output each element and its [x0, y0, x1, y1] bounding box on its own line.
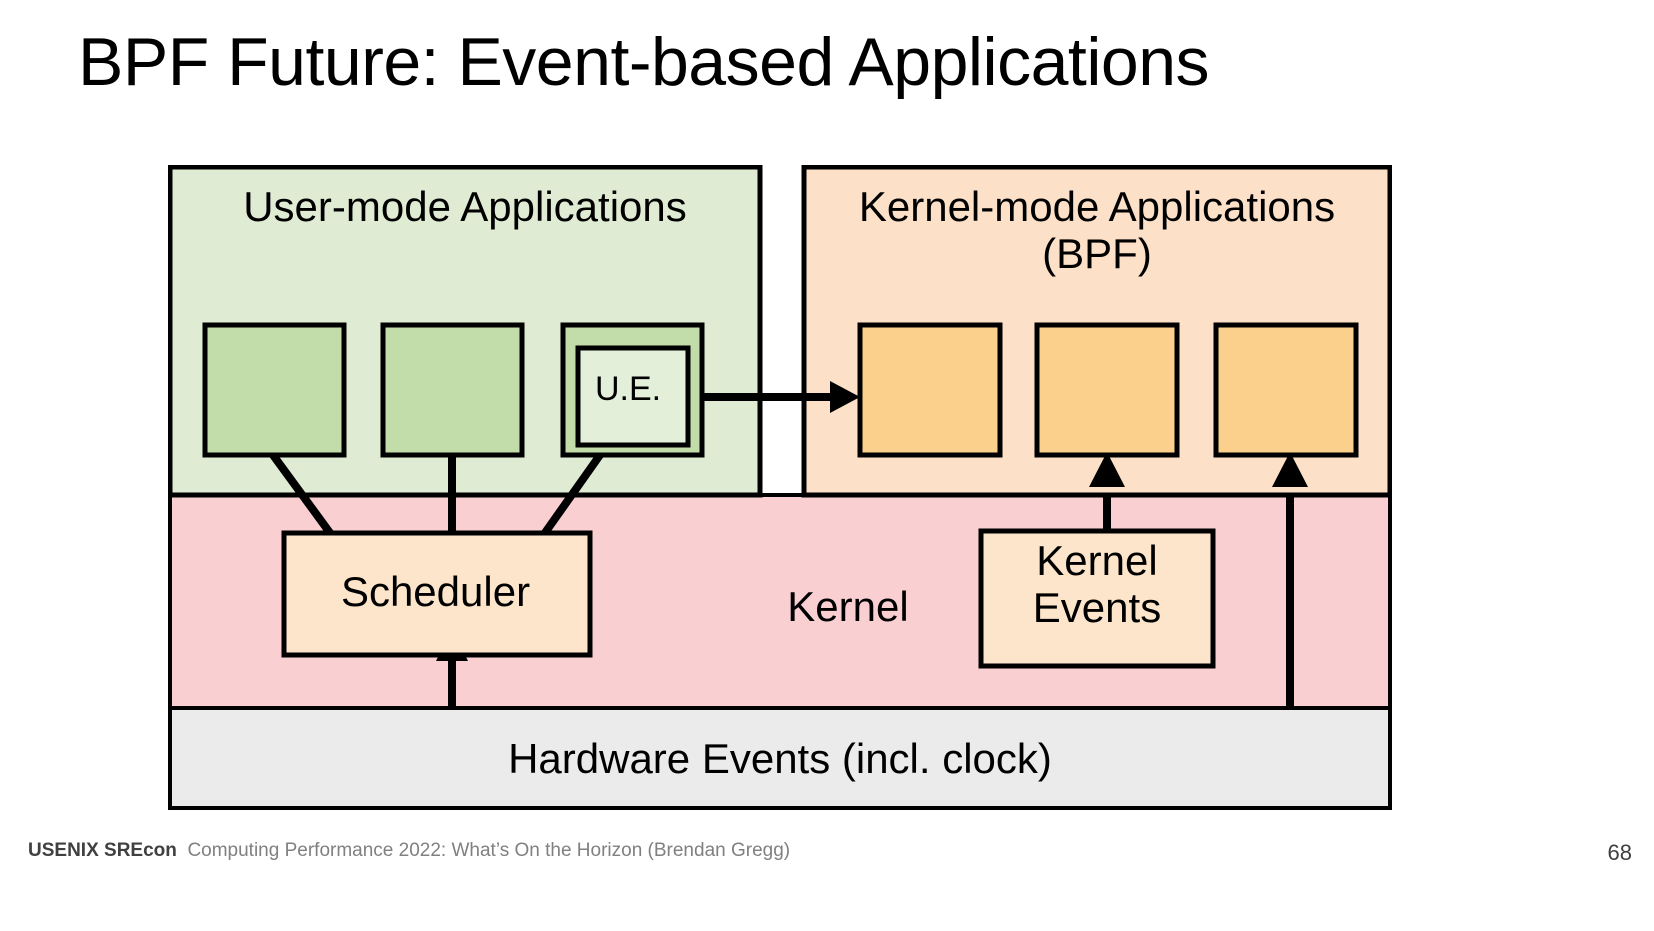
hardware-events-band: [168, 706, 1392, 810]
scheduler-box[interactable]: [281, 530, 593, 658]
arrowhead-ue-kernelapp1: [830, 381, 860, 413]
arrowhead-hw-kernelapp3: [1272, 452, 1308, 487]
page-title: BPF Future: Event-based Applications: [78, 24, 1210, 100]
connector-app3-scheduler: [538, 452, 604, 540]
footer-subtitle: Computing Performance 2022: What’s On th…: [187, 840, 791, 861]
footer-brand: USENIX SREcon: [28, 840, 177, 861]
kernel-events-box[interactable]: [978, 528, 1216, 669]
connector-app1-scheduler: [269, 452, 337, 540]
user-app-box-1[interactable]: [202, 322, 347, 458]
arrowhead-kernelevents-kernelapp2: [1089, 452, 1125, 487]
user-event-inner-box[interactable]: [575, 345, 691, 448]
user-app-box-2[interactable]: [380, 322, 525, 458]
kernel-app-box-2[interactable]: [1034, 322, 1180, 458]
kernel-app-box-3[interactable]: [1213, 322, 1359, 458]
footer: USENIX SREcon Computing Performance 2022…: [28, 840, 790, 862]
diagram-svg: [168, 165, 1392, 810]
kernel-app-box-1[interactable]: [857, 322, 1003, 458]
page-number: 68: [1607, 840, 1632, 865]
architecture-diagram: User-mode Applications Kernel-mode Appli…: [168, 165, 1392, 810]
